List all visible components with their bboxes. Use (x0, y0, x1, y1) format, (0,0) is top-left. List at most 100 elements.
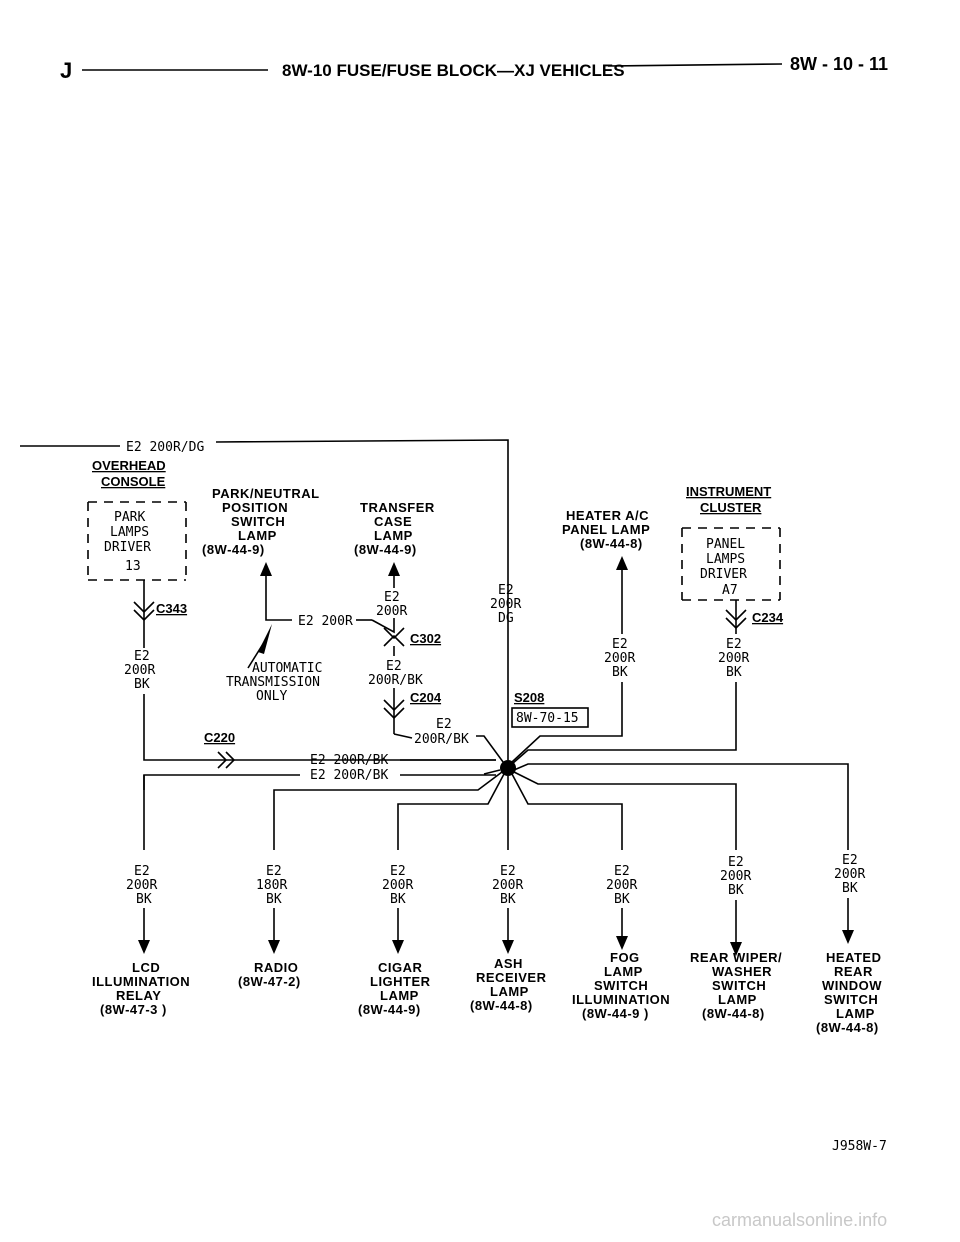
transfer-case-wire-4: 200R/BK (368, 673, 423, 688)
overhead-console-label-2: LAMPS (110, 525, 149, 540)
instrument-cluster-to-splice (511, 682, 737, 765)
output-label-2: REAR (834, 964, 873, 979)
output-lcd-join (483, 769, 501, 775)
output-wire-2: 200R (382, 878, 413, 893)
park-neutral-label-5: (8W-44-9) (202, 542, 265, 557)
overhead-console-box (87, 501, 187, 581)
output-label-4: (8W-47-3 ) (100, 1002, 167, 1017)
transfer-case-wire-hook (393, 733, 413, 739)
transfer-case-wire-6: 200R/BK (414, 732, 469, 747)
output-wire-2: 200R (492, 878, 523, 893)
output-label-3: WINDOW (822, 978, 882, 993)
park-neutral-label-4: LAMP (238, 528, 277, 543)
output-label-1: CIGAR (378, 960, 423, 975)
output-label-4: (8W-44-8) (470, 998, 533, 1013)
output-label-1: REAR WIPER/ (690, 950, 782, 965)
instrument-cluster-label-2: LAMPS (706, 552, 745, 567)
instrument-cluster-box (681, 527, 781, 601)
output-label-5: (8W-44-8) (702, 1006, 765, 1021)
park-neutral-label-2: POSITION (222, 500, 288, 515)
overhead-console-label-3: DRIVER (104, 540, 151, 555)
output-label-2: ILLUMINATION (92, 974, 190, 989)
transfer-case-label-1: TRANSFER (360, 500, 435, 515)
instrument-cluster-title-2: CLUSTER (700, 500, 762, 515)
output-wire-1: E2 (614, 864, 630, 879)
header-page-number: 8W - 10 - 11 (790, 54, 888, 74)
output-label-1: FOG (610, 950, 640, 965)
overhead-console-wire-2: 200R (124, 663, 155, 678)
instrument-cluster-title-1: INSTRUMENT (686, 484, 771, 499)
automatic-note-1: AUTOMATIC (252, 661, 322, 676)
output-label-3: RELAY (116, 988, 161, 1003)
transfer-case-wire-1: E2 (384, 590, 400, 605)
output-ash-receiver-lamp: E2 200R BK ASH RECEIVER LAMP (8W-44-8) (470, 864, 546, 1013)
c343-connector-symbol (133, 601, 155, 622)
transfer-case-label-4: (8W-44-9) (354, 542, 417, 557)
output-wire-2: 180R (256, 878, 287, 893)
transfer-case-label-3: LAMP (374, 528, 413, 543)
output-heated-rear-window-trunk (513, 763, 849, 850)
overhead-console-wire-3: BK (134, 677, 150, 692)
output-wire-2: 200R (606, 878, 637, 893)
output-label-2: LIGHTER (370, 974, 431, 989)
output-wire-2: 200R (834, 867, 865, 882)
output-label-5: LAMP (836, 1006, 875, 1021)
dg-drop-wire-2: 200R (490, 597, 521, 612)
output-label-3: SWITCH (712, 978, 766, 993)
output-wire-2: 200R (720, 869, 751, 884)
output-arrow (842, 930, 854, 944)
output-arrow (730, 942, 742, 956)
heater-label-3: (8W-44-8) (580, 536, 643, 551)
header-letter: J (60, 58, 72, 83)
heater-wire-1: E2 (612, 637, 628, 652)
instrument-cluster-wire-1: E2 (726, 637, 742, 652)
output-wire-1: E2 (842, 853, 858, 868)
output-wire-3: BK (500, 892, 516, 907)
c302-connector-symbol (383, 627, 405, 647)
output-wire-3: BK (266, 892, 282, 907)
output-radio: E2 180R BK RADIO (8W-47-2) (238, 864, 300, 989)
output-label-1: HEATED (826, 950, 881, 965)
output-cigar-lighter-lamp: E2 200R BK CIGAR LIGHTER LAMP (8W-44-9) (358, 864, 431, 1017)
output-arrow (138, 940, 150, 954)
output-label-3: LAMP (380, 988, 419, 1003)
automatic-note-leader (247, 635, 269, 669)
output-label-3: LAMP (490, 984, 529, 999)
instrument-cluster-label-1: PANEL (706, 537, 745, 552)
park-neutral-label-1: PARK/NEUTRAL (212, 486, 320, 501)
output-wire-3: BK (842, 881, 858, 896)
output-label-4: (8W-44-9) (358, 1002, 421, 1017)
c220-wire-label-2: E2 200R/BK (310, 768, 388, 783)
output-label-2: WASHER (712, 964, 772, 979)
top-wire-label: E2 200R/DG (126, 440, 204, 455)
c220-connector-symbol (217, 751, 236, 769)
park-neutral-arrow (260, 562, 272, 576)
header-title: 8W-10 FUSE/FUSE BLOCK—XJ VEHICLES (282, 61, 625, 80)
top-wire-run (215, 439, 509, 760)
output-wire-1: E2 (266, 864, 282, 879)
overhead-console-label-1: PARK (114, 510, 145, 525)
output-label-1: RADIO (254, 960, 298, 975)
instrument-cluster-pin: A7 (722, 583, 738, 598)
output-heated-rear-window-switch-lamp: E2 200R BK HEATED REAR WINDOW SWITCH LAM… (816, 853, 882, 1035)
heater-label-2: PANEL LAMP (562, 522, 650, 537)
dg-drop-wire-1: E2 (498, 583, 514, 598)
overhead-console-pin: 13 (125, 559, 141, 574)
c343-connector-label: C343 (156, 601, 187, 616)
c234-connector-symbol (725, 609, 747, 630)
output-label-6: (8W-44-8) (816, 1020, 879, 1035)
heater-wire-2: 200R (604, 651, 635, 666)
s208-reference-box (511, 707, 589, 728)
transfer-case-wire-2: 200R (376, 604, 407, 619)
transfer-case-to-splice (476, 735, 507, 767)
heater-wire-3: BK (612, 665, 628, 680)
c204-connector-symbol (383, 699, 405, 720)
transfer-case-label-2: CASE (374, 514, 412, 529)
s208-splice-label: S208 (514, 690, 544, 705)
output-wire-2: 200R (126, 878, 157, 893)
header-rule-right (607, 63, 783, 67)
output-rear-wiper-washer-switch-lamp: E2 200R BK REAR WIPER/ WASHER SWITCH LAM… (690, 855, 782, 1021)
instrument-cluster-wire-3: BK (726, 665, 742, 680)
park-neutral-wire (265, 576, 292, 621)
